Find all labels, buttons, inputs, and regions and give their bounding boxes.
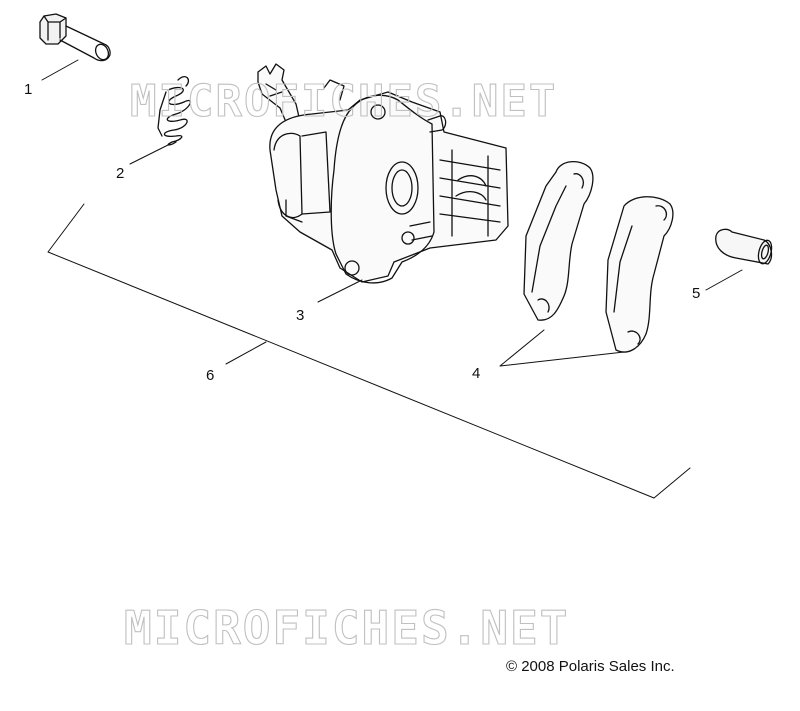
caliper-part-3 bbox=[257, 63, 509, 284]
bolt-part-1 bbox=[39, 13, 111, 62]
callout-6: 6 bbox=[206, 367, 215, 384]
brake-pad-part-4a bbox=[523, 161, 594, 321]
copyright-notice: © 2008 Polaris Sales Inc. bbox=[506, 658, 675, 675]
spring-part-2 bbox=[157, 76, 192, 146]
brake-pad-part-4b bbox=[605, 196, 674, 353]
watermark-bottom: MICROFICHES.NET bbox=[124, 601, 569, 655]
watermark-top: MICROFICHES.NET bbox=[130, 76, 557, 127]
leader-lines bbox=[41, 59, 743, 499]
callout-1: 1 bbox=[24, 81, 33, 98]
callout-3: 3 bbox=[296, 307, 305, 324]
bushing-part-5 bbox=[715, 228, 773, 265]
callout-2: 2 bbox=[116, 165, 125, 182]
callout-4: 4 bbox=[472, 365, 481, 382]
callout-5: 5 bbox=[692, 285, 701, 302]
